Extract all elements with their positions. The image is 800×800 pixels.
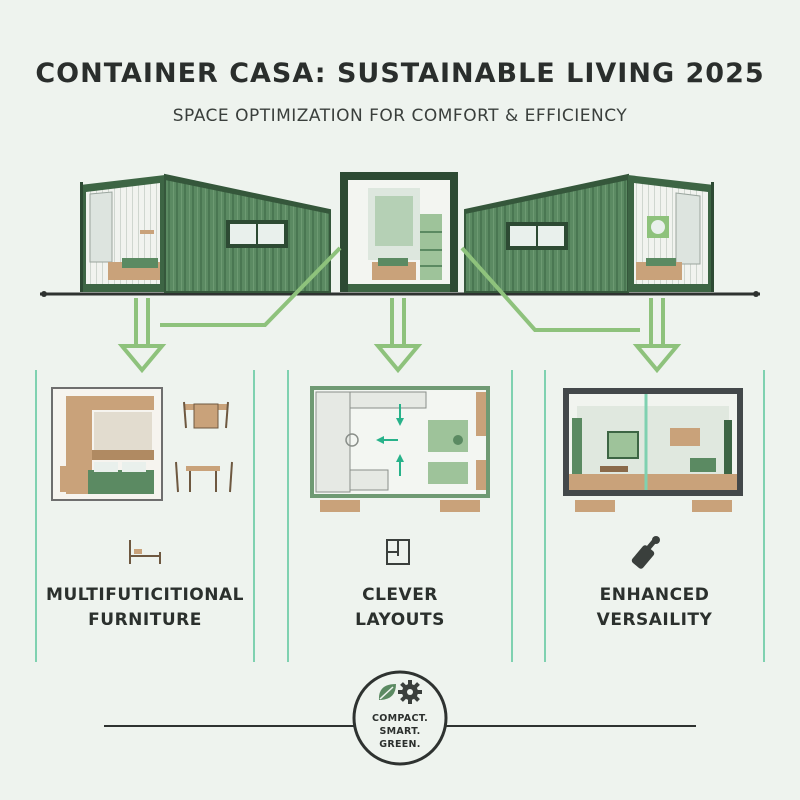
floorplan-icon bbox=[386, 539, 410, 565]
feature-label-layouts: CLEVER LAYOUTS bbox=[288, 583, 512, 633]
feature-label-line2: LAYOUTS bbox=[355, 610, 445, 630]
arrow-center bbox=[373, 298, 423, 374]
arrow-left bbox=[117, 298, 167, 374]
panel-furniture bbox=[51, 387, 233, 501]
arrow-right bbox=[632, 298, 682, 374]
badge-circle bbox=[352, 670, 448, 766]
badge-line-smart: SMART. bbox=[379, 726, 421, 737]
feature-label-versatility: ENHANCED VERSAILITY bbox=[545, 583, 764, 633]
badge-text: COMPACT. SMART. GREEN. bbox=[352, 712, 448, 751]
column-dividers bbox=[35, 370, 765, 662]
leaf-icon bbox=[378, 684, 396, 700]
page-title: CONTAINER CASA: SUSTAINABLE LIVING 2025 bbox=[35, 58, 765, 89]
multitool-icon bbox=[631, 536, 660, 569]
feature-label-line1: ENHANCED bbox=[599, 585, 710, 605]
center-container bbox=[340, 172, 458, 292]
feature-label-line1: CLEVER bbox=[362, 585, 438, 605]
panel-versatility bbox=[563, 388, 743, 512]
feature-label-line1: MULTIFUTICITIONAL bbox=[46, 585, 244, 605]
panel-layout bbox=[310, 386, 490, 512]
feature-label-furniture: MULTIFUTICITIONAL FURNITURE bbox=[36, 583, 254, 633]
feature-label-line2: VERSAILITY bbox=[596, 610, 713, 630]
connector-lines bbox=[160, 246, 640, 332]
badge-line-compact: COMPACT. bbox=[372, 713, 428, 724]
feature-label-line2: FURNITURE bbox=[88, 610, 202, 630]
left-container bbox=[80, 173, 331, 293]
page-subtitle: SPACE OPTIMIZATION FOR COMFORT & EFFICIE… bbox=[172, 106, 628, 126]
right-container bbox=[464, 173, 714, 293]
bed-icon bbox=[129, 540, 161, 564]
gear-icon bbox=[398, 680, 422, 704]
badge-line-green: GREEN. bbox=[379, 739, 421, 750]
